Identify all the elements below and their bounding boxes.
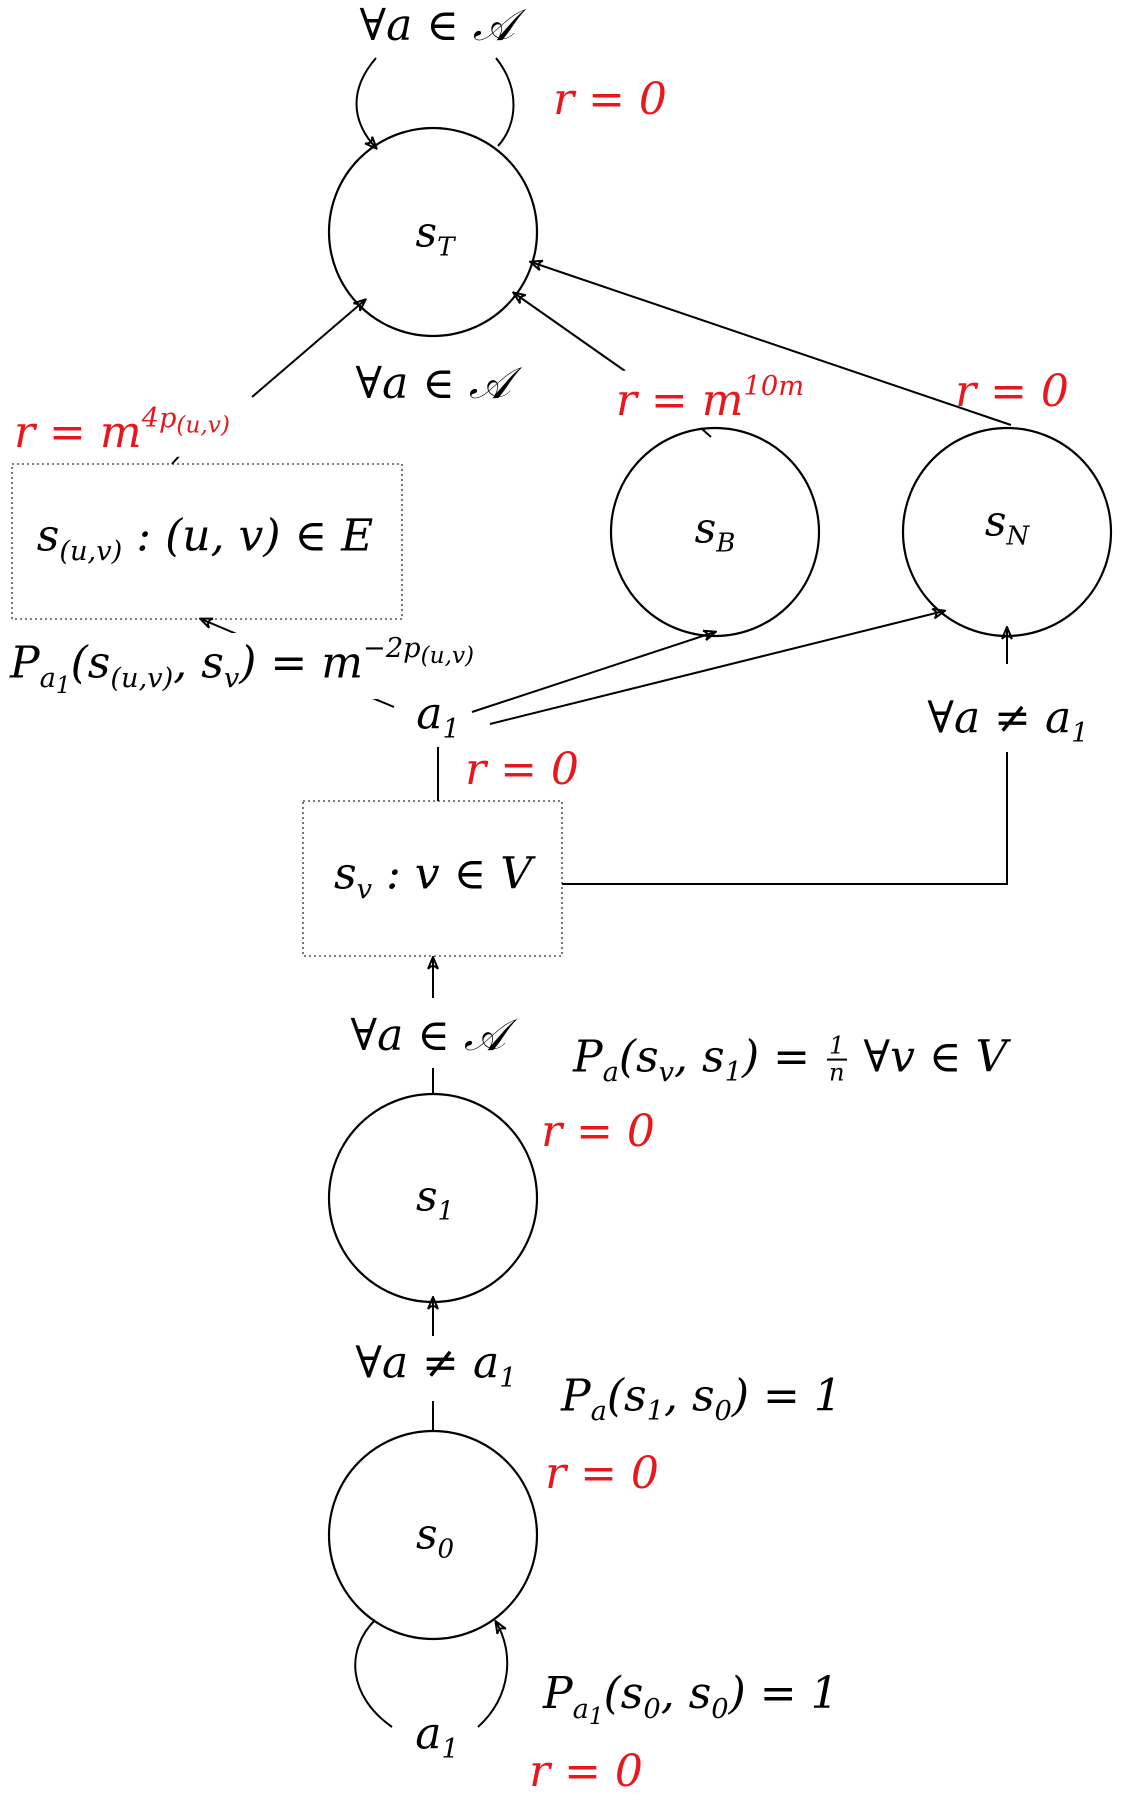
label-a1-bottom: a1: [415, 1708, 459, 1766]
edge-suv-to-sT: [251, 300, 365, 398]
prob-s1-s0: Pa(s1, s0) = 1: [561, 1370, 842, 1428]
edge-sB-to-sT-tick: [700, 427, 712, 438]
reward-s0-loop: r = 0: [529, 1746, 643, 1797]
edge-sN-to-sT: [531, 262, 1012, 426]
label-forall-a-sv: ∀a ∈ 𝒜: [350, 1010, 506, 1061]
edge-sv-to-sN-path: [562, 752, 1008, 885]
reward-suv-edge: r = m4p(u,v): [8, 402, 236, 458]
state-sv-box: [302, 800, 563, 957]
label-a1-mid: a1: [416, 688, 460, 746]
reward-a1-mid: r = 0: [465, 744, 579, 795]
s0-self-loop-left: [354, 1619, 393, 1728]
state-suv-label: s(u,v) : (u, v) ∈ E: [36, 510, 374, 568]
label-forall-a-top: ∀a ∈ 𝒜: [359, 0, 515, 51]
state-sN-label: sN: [984, 496, 1030, 552]
s0-self-loop-right: [477, 1622, 509, 1728]
reward-s0: r = 0: [545, 1448, 659, 1499]
reward-sN-edge: r = 0: [955, 366, 1069, 417]
sT-self-loop-right: [495, 57, 515, 147]
edge-a1-to-sB: [471, 632, 715, 713]
state-s0-label: s0: [415, 1509, 455, 1565]
reward-s1: r = 0: [541, 1106, 655, 1157]
prob-suv-sv: Pa1(s(u,v), sv) = m−2p(u,v): [4, 633, 481, 699]
label-forall-a-neq-a1-right: ∀a ≠ a1: [927, 692, 1089, 750]
prob-s0-s0: Pa1(s0, s0) = 1: [543, 1668, 839, 1730]
reward-top-loop: r = 0: [553, 74, 667, 125]
label-forall-a-neq-a1-s0: ∀a ≠ a1: [355, 1337, 517, 1395]
state-sB-label: sB: [694, 503, 736, 559]
state-sT-label: sT: [415, 207, 455, 263]
state-sT-circle: [327, 126, 539, 338]
edge-a1-to-sN: [489, 611, 944, 725]
sT-self-loop-left: [355, 57, 377, 148]
state-sv-label: sv : v ∈ V: [334, 848, 532, 906]
state-s1-label: s1: [415, 1171, 455, 1227]
edge-sB-to-sT: [514, 293, 626, 372]
label-forall-a-mid: ∀a ∈ 𝒜: [355, 358, 511, 409]
reward-sB-edge: r = m10m: [609, 370, 811, 426]
